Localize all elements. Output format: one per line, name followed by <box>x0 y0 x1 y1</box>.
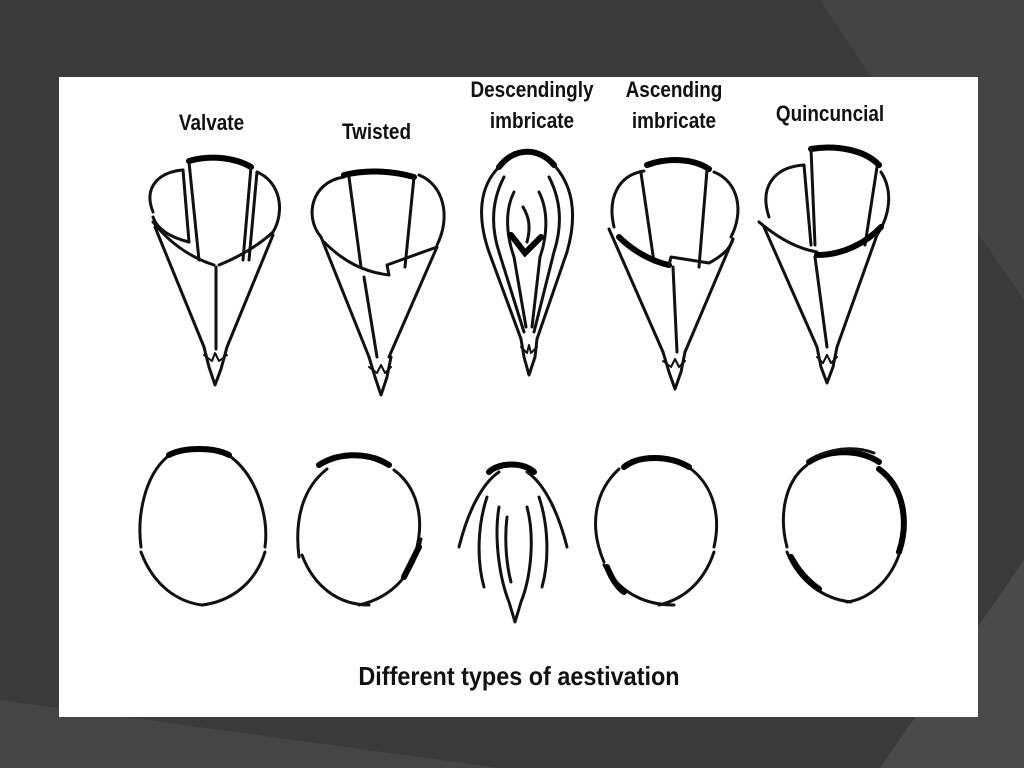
twisted-diagram <box>296 452 423 607</box>
twisted-flower <box>310 168 446 397</box>
descendingly-imbricate-diagram <box>457 461 569 624</box>
quincuncial-flower <box>757 144 891 385</box>
label-valvate: Valvate <box>178 110 245 135</box>
label-quincuncial: Quincuncial <box>775 101 885 126</box>
ascending-imbricate-diagram <box>594 455 719 607</box>
aestivation-diagram <box>138 144 907 624</box>
label-ascending-line2: imbricate <box>631 108 717 133</box>
descendingly-imbricate-flower <box>480 148 575 377</box>
label-descendingly-line2: imbricate <box>489 108 575 133</box>
label-descendingly-line1: Descendingly <box>470 77 594 102</box>
diagram-caption: Different types of aestivation <box>358 661 680 691</box>
slide-panel: Valvate Twisted Descendingly imbricate A… <box>59 77 978 717</box>
label-twisted: Twisted <box>341 119 412 144</box>
ascending-imbricate-flower <box>607 157 740 391</box>
label-ascending-line1: Ascending <box>625 77 723 102</box>
quincuncial-diagram <box>781 447 907 604</box>
valvate-diagram <box>138 446 268 607</box>
valvate-flower <box>148 154 282 387</box>
